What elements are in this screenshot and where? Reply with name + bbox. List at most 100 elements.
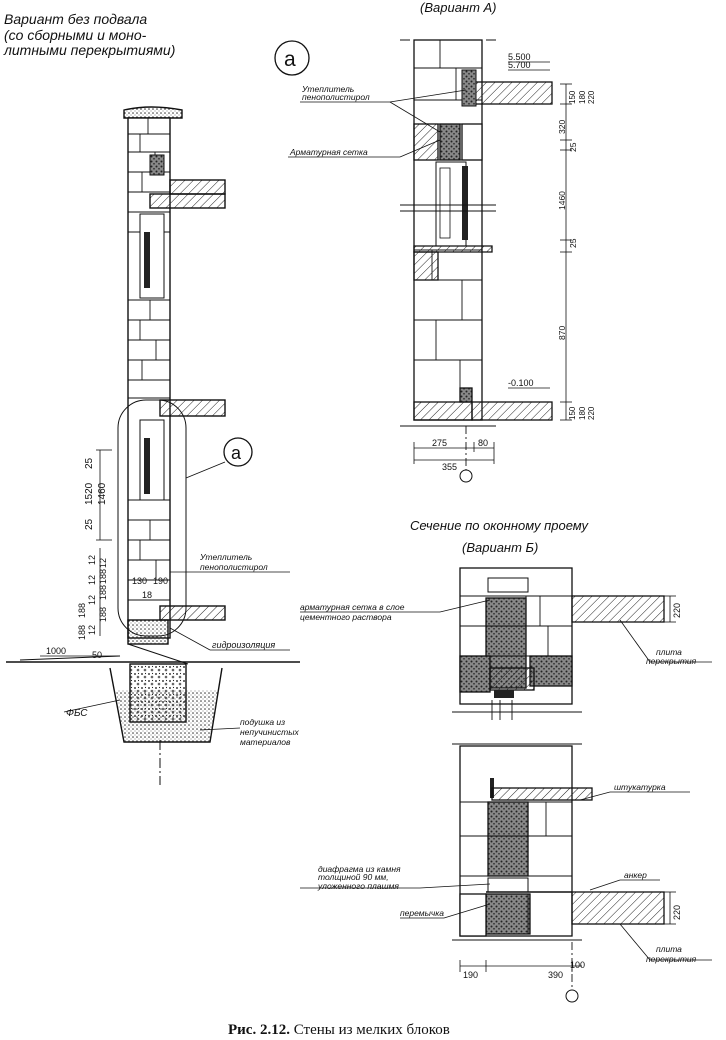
svg-text:25: 25 bbox=[84, 457, 95, 469]
floor-slab-mid bbox=[159, 399, 226, 417]
detail-b-diaphragm-mid bbox=[487, 801, 529, 877]
svg-text:Арматурная сетка: Арматурная сетка bbox=[289, 147, 368, 157]
svg-text:18: 18 bbox=[142, 590, 152, 600]
svg-text:390: 390 bbox=[548, 970, 563, 980]
svg-text:Вариант без подвала: Вариант без подвала bbox=[4, 11, 147, 27]
left-dim-labels: 1520 25 25 1460 12 12 12 12 12 188 188 1… bbox=[46, 457, 168, 660]
svg-text:плита: плита bbox=[656, 944, 682, 954]
roof-slab bbox=[169, 179, 226, 195]
svg-text:150: 150 bbox=[568, 90, 577, 104]
svg-text:литными перекрытиями): литными перекрытиями) bbox=[3, 42, 175, 58]
detail-a-dimensions bbox=[413, 61, 572, 464]
detail-b bbox=[452, 567, 665, 1003]
callout-a-top: a bbox=[274, 40, 310, 76]
left-wall-section bbox=[6, 106, 300, 785]
svg-text:130: 130 bbox=[132, 576, 147, 586]
svg-text:100: 100 bbox=[570, 960, 585, 970]
svg-text:пенополистирол: пенополистирол bbox=[200, 562, 268, 572]
detail-b-leaders: арматурная сетка в слое цементного раств… bbox=[300, 599, 712, 964]
detail-b-diaphragm-lower bbox=[485, 893, 531, 935]
svg-text:ФБС: ФБС bbox=[66, 708, 88, 719]
svg-text:25: 25 bbox=[84, 518, 95, 530]
svg-text:анкер: анкер bbox=[624, 870, 647, 880]
detail-a bbox=[400, 39, 553, 483]
variant-a-title: (Вариант А) bbox=[420, 0, 497, 15]
detail-b-dimensions bbox=[459, 595, 676, 972]
svg-text:25: 25 bbox=[568, 142, 578, 152]
detail-b-upper-slab bbox=[571, 595, 665, 623]
detail-a-leaders: Утеплитель пенополистирол Арматурная сет… bbox=[288, 84, 467, 158]
svg-text:150: 150 bbox=[568, 406, 577, 420]
caption-number: Рис. 2.12. bbox=[228, 1022, 290, 1038]
svg-text:12: 12 bbox=[98, 558, 108, 568]
left-title: Вариант без подвала (со сборными и моно-… bbox=[3, 11, 175, 58]
svg-text:арматурная сетка в слое: арматурная сетка в слое bbox=[300, 602, 405, 612]
ground-floor-slab bbox=[159, 605, 226, 621]
svg-text:уложенного плашмя: уложенного плашмя bbox=[317, 881, 399, 891]
figure-caption: Рис. 2.12. Стены из мелких блоков bbox=[228, 1022, 450, 1038]
svg-text:12: 12 bbox=[87, 555, 97, 565]
svg-text:цементного раствора: цементного раствора bbox=[300, 612, 392, 622]
svg-text:220: 220 bbox=[672, 905, 682, 920]
svg-text:штукатурка: штукатурка bbox=[614, 782, 666, 792]
svg-text:870: 870 bbox=[557, 326, 567, 340]
svg-text:1460: 1460 bbox=[97, 482, 108, 505]
svg-text:материалов: материалов bbox=[240, 737, 291, 747]
svg-text:перемычка: перемычка bbox=[400, 908, 444, 918]
caption-text: Стены из мелких блоков bbox=[290, 1022, 450, 1038]
svg-text:220: 220 bbox=[587, 406, 596, 420]
svg-text:80: 80 bbox=[478, 438, 488, 448]
svg-text:188: 188 bbox=[98, 569, 108, 584]
left-leader-labels: Утеплитель пенополистирол гидроизоляция … bbox=[63, 552, 299, 747]
svg-text:толщиной 90 мм,: толщиной 90 мм, bbox=[318, 872, 389, 882]
svg-text:a: a bbox=[284, 48, 296, 71]
svg-text:190: 190 bbox=[153, 576, 168, 586]
svg-text:12: 12 bbox=[87, 575, 97, 585]
callout-loop bbox=[117, 399, 187, 637]
svg-text:пенополистирол: пенополистирол bbox=[302, 92, 370, 102]
callout-a-left: a bbox=[185, 437, 253, 479]
svg-text:5.500: 5.500 bbox=[508, 52, 531, 62]
svg-text:перекрытия: перекрытия bbox=[646, 954, 697, 964]
svg-text:188: 188 bbox=[98, 585, 108, 600]
svg-text:220: 220 bbox=[587, 90, 596, 104]
svg-text:188: 188 bbox=[77, 603, 87, 618]
svg-text:12: 12 bbox=[87, 625, 97, 635]
svg-text:355: 355 bbox=[442, 462, 457, 472]
detail-b-lower-slab bbox=[571, 891, 665, 925]
svg-text:188: 188 bbox=[98, 607, 108, 622]
svg-text:(со сборными и моно-: (со сборными и моно- bbox=[4, 27, 147, 43]
svg-text:подушка из: подушка из bbox=[240, 717, 285, 727]
svg-text:320: 320 bbox=[557, 120, 567, 134]
svg-text:25: 25 bbox=[568, 238, 578, 248]
section-title: Сечение по оконному проему bbox=[410, 518, 590, 533]
svg-text:Утеплитель: Утеплитель bbox=[301, 84, 354, 94]
svg-text:5.700: 5.700 bbox=[508, 60, 531, 70]
svg-text:перекрытия: перекрытия bbox=[646, 656, 697, 666]
svg-text:a: a bbox=[231, 443, 242, 463]
svg-text:-0.100: -0.100 bbox=[508, 378, 534, 388]
svg-text:1460: 1460 bbox=[557, 191, 567, 210]
svg-text:гидроизоляция: гидроизоляция bbox=[212, 640, 275, 650]
parapet-cap bbox=[123, 106, 183, 119]
svg-text:непучинистых: непучинистых bbox=[240, 727, 299, 737]
svg-text:12: 12 bbox=[87, 595, 97, 605]
detail-a-bottom-slab bbox=[471, 401, 553, 421]
svg-text:50: 50 bbox=[92, 650, 102, 660]
svg-text:1000: 1000 bbox=[46, 646, 66, 656]
detail-a-dim-labels: 5.500 5.700 -0.100 150 180 220 320 25 14… bbox=[432, 52, 596, 472]
svg-text:1520: 1520 bbox=[84, 482, 95, 505]
svg-text:188: 188 bbox=[77, 625, 87, 640]
detail-b-dim-labels: 220 220 190 390 100 bbox=[463, 603, 682, 980]
svg-text:Утеплитель: Утеплитель bbox=[199, 552, 252, 562]
svg-text:190: 190 bbox=[463, 970, 478, 980]
svg-text:180: 180 bbox=[578, 406, 587, 420]
variant-b-title: (Вариант Б) bbox=[462, 540, 538, 555]
detail-a-top-slab bbox=[473, 81, 553, 105]
left-dimensions bbox=[40, 449, 120, 657]
svg-text:220: 220 bbox=[672, 603, 682, 618]
svg-text:плита: плита bbox=[656, 647, 682, 657]
svg-text:180: 180 bbox=[578, 90, 587, 104]
svg-text:диафрагма из камня: диафрагма из камня bbox=[318, 864, 401, 874]
